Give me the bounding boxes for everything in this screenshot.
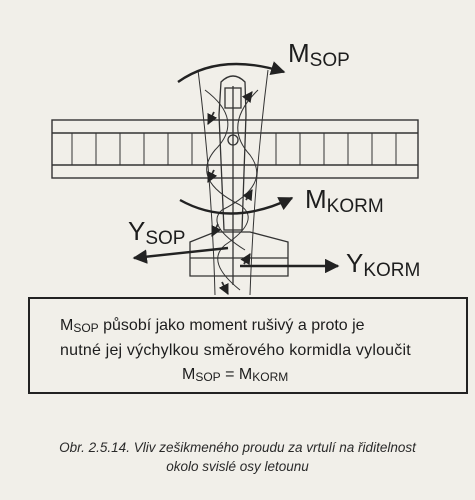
y-sop-arrow bbox=[132, 246, 229, 264]
m-korm-arrow bbox=[179, 196, 294, 215]
caption-line-1: Obr. 2.5.14. Vliv zešikmeného proudu za … bbox=[59, 440, 416, 455]
y-sop-label: YSOP bbox=[128, 216, 185, 249]
y-korm-label: YKORM bbox=[346, 248, 420, 281]
fuselage bbox=[218, 75, 247, 285]
m-korm-label: MKORM bbox=[305, 184, 384, 217]
m-sop-label: MSOP bbox=[288, 38, 350, 71]
horizontal-stabilizer bbox=[189, 231, 289, 277]
equation: MSOP = MKORM bbox=[182, 366, 289, 384]
caption-line-2: okolo svislé osy letounu bbox=[166, 459, 309, 474]
wing bbox=[51, 119, 419, 179]
m-sop-arrow bbox=[177, 61, 286, 83]
explanation-box: MSOP působí jako moment rušivý a proto j… bbox=[28, 297, 468, 394]
explanation-line-1: MSOP působí jako moment rušivý a proto j… bbox=[60, 317, 365, 335]
figure-caption: Obr. 2.5.14. Vliv zešikmeného proudu za … bbox=[0, 438, 475, 476]
explanation-line-2: nutné jej výchylkou směrového kormidla v… bbox=[60, 342, 411, 359]
